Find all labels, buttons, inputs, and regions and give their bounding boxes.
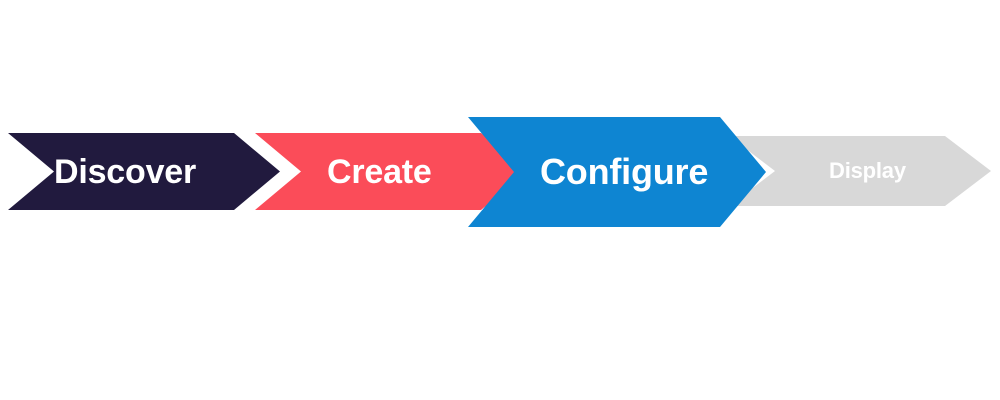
process-step-discover[interactable]: Discover (8, 133, 280, 210)
process-step-discover-label: Discover (54, 152, 197, 191)
process-step-display[interactable]: Display (729, 136, 991, 206)
process-step-create-label: Create (327, 152, 432, 191)
process-step-configure[interactable]: Configure (468, 117, 766, 227)
process-step-create[interactable]: Create (255, 133, 527, 210)
process-step-display-label: Display (829, 158, 906, 183)
process-step-configure-label: Configure (540, 151, 709, 192)
